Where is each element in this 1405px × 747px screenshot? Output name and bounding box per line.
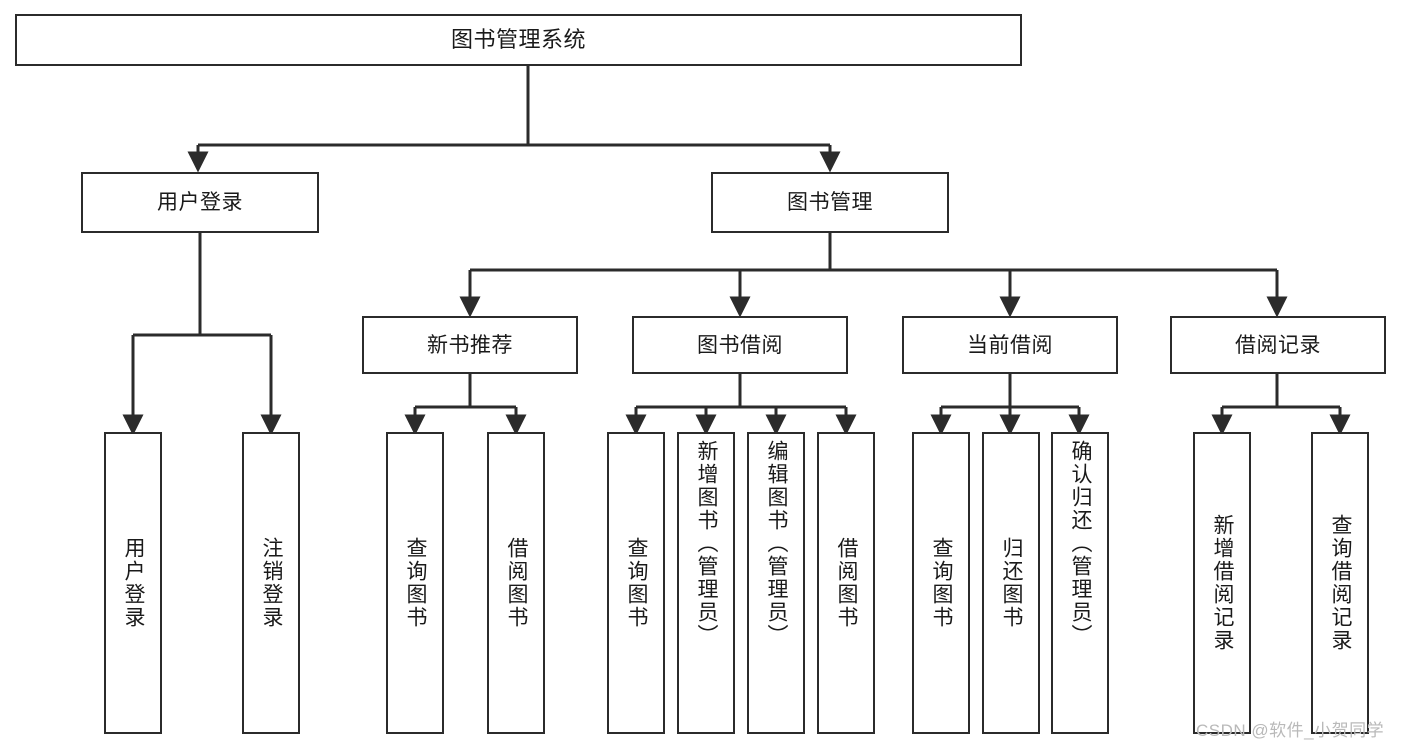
leaf-current-borrow-return[interactable]: 归还图书: [982, 432, 1040, 734]
leaf-label: 借阅图书: [505, 537, 529, 629]
node-book-borrow-label: 图书借阅: [697, 333, 783, 357]
leaf-borrow-record-add[interactable]: 新增借阅记录: [1193, 432, 1251, 734]
node-user-login[interactable]: 用户登录: [81, 172, 319, 233]
node-new-book-recommend[interactable]: 新书推荐: [362, 316, 578, 374]
node-borrow-record-label: 借阅记录: [1235, 333, 1321, 357]
node-user-login-label: 用户登录: [157, 191, 243, 214]
node-root-system[interactable]: 图书管理系统: [15, 14, 1022, 66]
node-book-manage-label: 图书管理: [787, 191, 873, 214]
leaf-user-login-login[interactable]: 用户登录: [104, 432, 162, 734]
csdn-watermark: CSDN @软件_小贺同学: [1196, 721, 1385, 740]
node-current-borrow[interactable]: 当前借阅: [902, 316, 1118, 374]
leaf-user-login-logout[interactable]: 注销登录: [242, 432, 300, 734]
leaf-label: 用户登录: [122, 537, 146, 629]
node-book-manage[interactable]: 图书管理: [711, 172, 949, 233]
node-new-book-recommend-label: 新书推荐: [427, 333, 513, 357]
leaf-book-borrow-edit[interactable]: 编辑图书（管理员）: [747, 432, 805, 734]
leaf-label: 查询图书: [404, 537, 428, 629]
node-book-borrow[interactable]: 图书借阅: [632, 316, 848, 374]
node-root-label: 图书管理系统: [450, 27, 586, 52]
leaf-label: 查询图书: [930, 537, 954, 629]
leaf-label: 编辑图书（管理员）: [765, 440, 789, 647]
leaf-new-book-borrow[interactable]: 借阅图书: [487, 432, 545, 734]
leaf-label: 新增借阅记录: [1211, 514, 1235, 652]
leaf-label: 借阅图书: [835, 537, 859, 629]
leaf-new-book-query[interactable]: 查询图书: [386, 432, 444, 734]
leaf-book-borrow-lend[interactable]: 借阅图书: [817, 432, 875, 734]
leaf-current-borrow-confirm[interactable]: 确认归还（管理员）: [1051, 432, 1109, 734]
leaf-label: 新增图书（管理员）: [695, 440, 719, 647]
leaf-current-borrow-query[interactable]: 查询图书: [912, 432, 970, 734]
node-current-borrow-label: 当前借阅: [967, 333, 1053, 357]
leaf-book-borrow-add[interactable]: 新增图书（管理员）: [677, 432, 735, 734]
leaf-label: 查询图书: [625, 537, 649, 629]
leaf-label: 注销登录: [260, 537, 284, 629]
node-borrow-record[interactable]: 借阅记录: [1170, 316, 1386, 374]
leaf-label: 查询借阅记录: [1329, 514, 1353, 652]
leaf-label: 归还图书: [1000, 537, 1024, 629]
leaf-label: 确认归还（管理员）: [1069, 440, 1093, 647]
leaf-borrow-record-query[interactable]: 查询借阅记录: [1311, 432, 1369, 734]
leaf-book-borrow-query[interactable]: 查询图书: [607, 432, 665, 734]
